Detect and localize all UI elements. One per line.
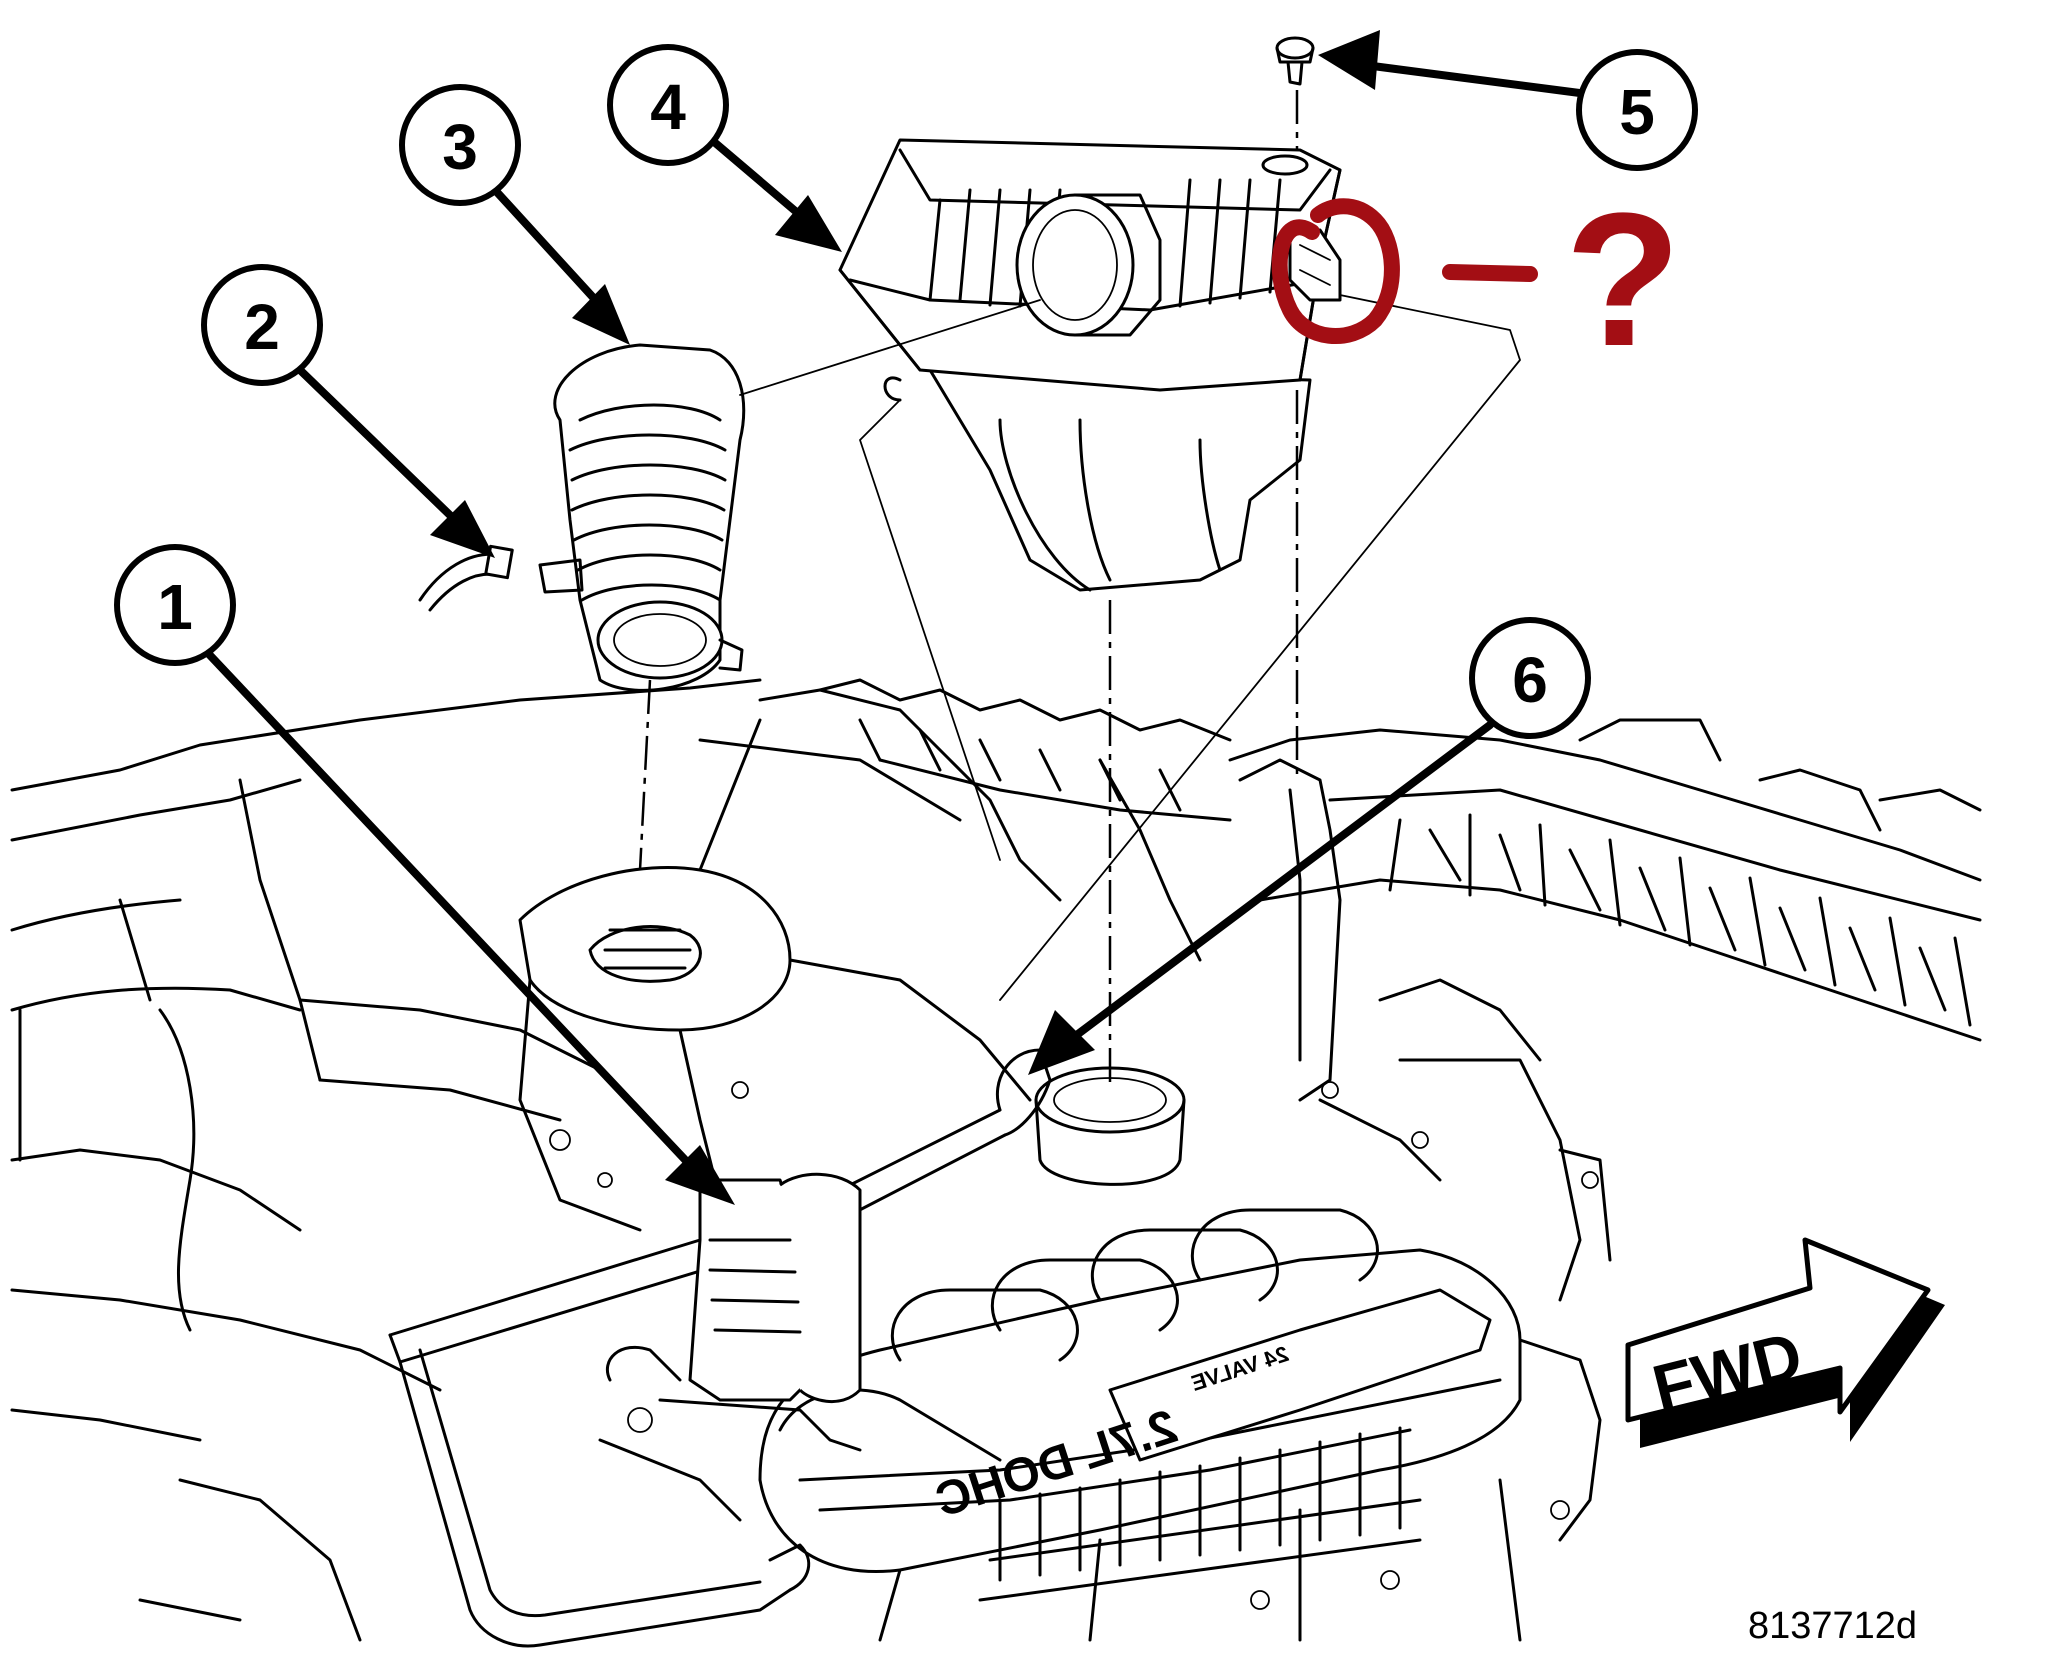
callout-label: 5 xyxy=(1619,76,1655,148)
callout-4: 4 xyxy=(607,44,729,166)
arrowhead-4 xyxy=(775,195,842,252)
arrowhead-1 xyxy=(665,1145,735,1205)
air-inlet-hose xyxy=(538,343,746,692)
question-mark: ? xyxy=(1565,174,1681,386)
arrowhead-5 xyxy=(1318,30,1380,90)
fwd-arrow: FWD xyxy=(1625,1237,1945,1448)
callout-2: 2 xyxy=(201,264,323,386)
leader-line-4 xyxy=(696,126,804,219)
red-annotation: ? xyxy=(1271,174,1681,386)
throttle-body-inlet xyxy=(1034,1066,1186,1186)
mounting-bolt xyxy=(1275,36,1315,86)
red-dash-mark xyxy=(1442,264,1538,282)
leader-line-2 xyxy=(296,366,459,524)
callout-5: 5 xyxy=(1576,49,1698,171)
callout-label: 2 xyxy=(244,291,280,363)
reference-number: 8137712d xyxy=(1748,1605,1917,1647)
red-circle-mark xyxy=(1271,198,1400,344)
callout-label: 3 xyxy=(442,111,478,183)
leader-line-5 xyxy=(1361,61,1599,99)
leader-line-6 xyxy=(1066,721,1494,1044)
leader-line-3 xyxy=(491,186,604,309)
callout-label: 1 xyxy=(157,571,193,643)
leader-line-1 xyxy=(201,646,694,1169)
callout-3: 3 xyxy=(399,84,521,206)
air-cleaner-housing xyxy=(838,138,1342,592)
callout-label: 4 xyxy=(650,71,686,143)
callout-label: 6 xyxy=(1512,644,1548,716)
hose-clamp xyxy=(418,544,514,612)
callout-1: 1 xyxy=(114,544,236,666)
arrowhead-2 xyxy=(430,500,495,558)
arrowhead-6 xyxy=(1028,1010,1095,1075)
throttle-body xyxy=(598,1172,862,1522)
leader-lines xyxy=(201,30,1599,1205)
callout-6: 6 xyxy=(1469,617,1591,739)
arrowhead-3 xyxy=(572,284,630,345)
breather-hose xyxy=(388,1048,1052,1648)
